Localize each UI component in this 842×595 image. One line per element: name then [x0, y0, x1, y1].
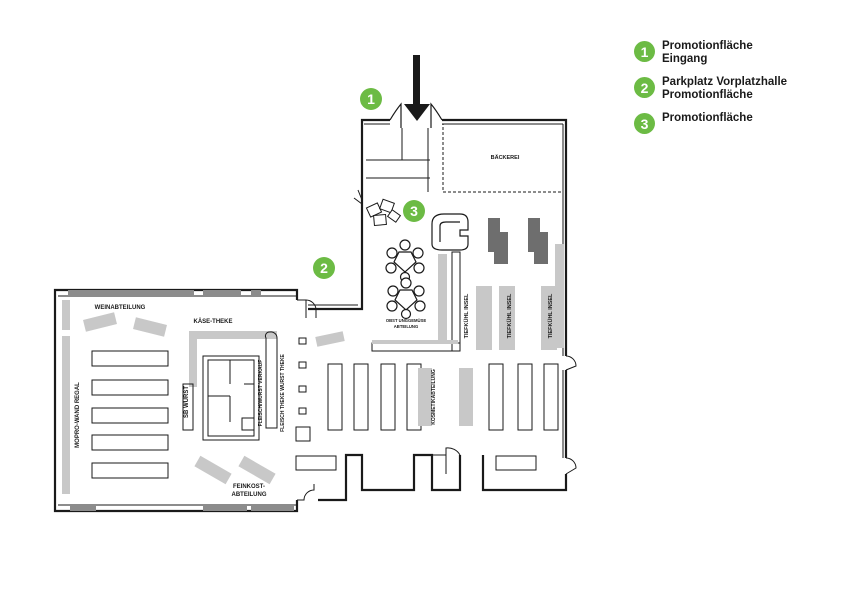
legend-badge-3: 3: [634, 113, 655, 134]
label-obst-line1: OBST UNGGEMÜSE: [386, 318, 426, 323]
center-regale: [327, 363, 559, 431]
legend-item-2: 2 Parkplatz Vorplatzhalle Promotionfläch…: [634, 76, 834, 102]
label-fleisch-theke-wurst-theke: FLEISCH THEKE WURST THEKE: [280, 353, 286, 431]
legend-item-3: 3 Promotionfläche: [634, 112, 834, 134]
label-weinabteilung: WEINABTEILUNG: [95, 305, 146, 311]
kaese-theke-side: [189, 331, 197, 387]
kaese-theke-counter: [189, 331, 277, 339]
mopro-regale: [91, 350, 169, 479]
kosmetik-regale: [418, 368, 473, 426]
label-feinkost-line2: ABTEILUNG: [232, 492, 267, 498]
doors: [297, 189, 577, 501]
legend: 1 Promotionfläche Eingang 2 Parkplatz Vo…: [634, 40, 834, 144]
legend-text-1: Promotionfläche Eingang: [662, 40, 753, 66]
obst-gemuese-gray-side: [438, 254, 447, 340]
label-kaese-theke: KÄSE-THEKE: [193, 318, 232, 325]
legend-item-1: 1 Promotionfläche Eingang: [634, 40, 834, 66]
label-sb-wurst: SB WURST: [184, 386, 190, 418]
tiefkuehl-inseln: [476, 244, 564, 350]
entrance-door: [389, 102, 443, 128]
legend-line: Promotionfläche: [662, 89, 753, 101]
baeckerei-area: [442, 123, 564, 193]
wein-regale: [83, 312, 167, 337]
legend-text-3: Promotionfläche: [662, 112, 753, 125]
dark-fixtures: [488, 218, 548, 264]
table-group-2: [386, 277, 426, 320]
promo-marker-2-number: 2: [320, 260, 328, 276]
wall-windows: [68, 290, 294, 511]
label-feinkost-line1: FEINKOST-: [233, 484, 265, 490]
entrance-arrow-icon: [404, 55, 430, 121]
fleisch-theke-counter: [182, 331, 278, 441]
promo-3-seating: [365, 198, 402, 227]
promo-marker-3-number: 3: [410, 203, 418, 219]
label-baeckerei: BÄCKEREI: [491, 154, 520, 161]
label-tiefkuehl-1: TIEFKÜHL INSEL: [463, 293, 470, 338]
mopro-wand-regal-top: [62, 300, 70, 330]
legend-text-2: Parkplatz Vorplatzhalle Promotionfläche: [662, 76, 787, 102]
mopro-wand-regal-fixture: [62, 336, 70, 494]
label-obst-line2: ABTEILUNG: [394, 324, 418, 329]
legend-badge-1: 1: [634, 41, 655, 62]
promo-marker-3: 3: [403, 200, 425, 222]
kasse-counter: [495, 455, 537, 471]
label-tiefkuehl-2: TIEFKÜHL INSEL: [506, 293, 513, 338]
legend-line: Eingang: [662, 53, 708, 65]
legend-badge-2: 2: [634, 77, 655, 98]
outer-walls: [53, 118, 568, 513]
promotion-island: [315, 331, 345, 347]
promo-marker-2: 2: [313, 257, 335, 279]
u-counter: [431, 213, 469, 251]
obst-gemuese-gray-rail: [372, 340, 458, 344]
label-kosmetik: KOSMETIKABTEILUNG: [431, 369, 437, 425]
legend-line: Promotionfläche: [662, 40, 753, 52]
promo-marker-1: 1: [360, 88, 382, 110]
feinkost-regale: [194, 455, 276, 485]
table-group-1: [385, 239, 425, 283]
label-fleisch-wurst-verkauf: FLEISCH/WURST VERKAUF: [258, 360, 264, 427]
label-tiefkuehl-3: TIEFKÜHL INSEL: [547, 293, 554, 338]
legend-line: Promotionfläche: [662, 112, 753, 124]
small-displays: [295, 337, 337, 471]
legend-line: Parkplatz Vorplatzhalle: [662, 76, 788, 88]
promo-marker-1-number: 1: [367, 91, 375, 107]
label-mopro-wand-regal: MOPRO-WAND REGAL: [75, 382, 81, 448]
